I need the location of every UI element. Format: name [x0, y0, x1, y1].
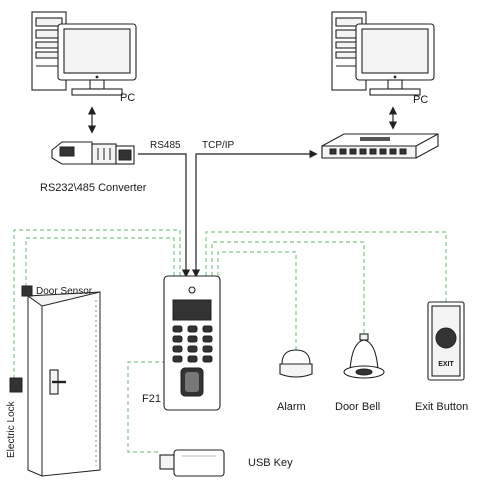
pc-left-monitor: [57, 23, 137, 96]
rs485-label: RS485: [150, 140, 181, 151]
alarm-label: Alarm: [277, 401, 306, 413]
door-sensor-label: Door Sensor: [36, 286, 93, 297]
alarm-icon: [279, 349, 313, 378]
door-bell-icon: [343, 333, 385, 379]
network-switch: [321, 133, 439, 159]
exit-button-label: Exit Button: [415, 401, 468, 413]
wire-door-bell: [211, 241, 365, 334]
wire-electric-lock: [13, 229, 181, 382]
exit-text: EXIT: [438, 361, 454, 368]
tcpip-line: [191, 149, 318, 278]
f21-label: F21: [142, 393, 161, 405]
exit-button-icon: EXIT: [427, 301, 465, 381]
pc-left-label: PC: [120, 92, 135, 104]
wire-alarm: [217, 251, 297, 352]
wire-exit-button: [205, 231, 447, 302]
f21-keypad: [172, 325, 213, 363]
usb-key-label: USB Key: [248, 457, 293, 469]
pc-left: PC: [31, 11, 137, 104]
door: [27, 291, 101, 477]
pc-right-label: PC: [413, 94, 428, 106]
electric-lock-icon: [9, 377, 23, 393]
rs232-485-converter: [51, 141, 135, 165]
converter-label: RS232\485 Converter: [40, 182, 147, 194]
f21-screen: [172, 299, 212, 321]
tcpip-label: TCP/IP: [202, 140, 235, 151]
wire-usb: [127, 361, 180, 453]
wire-door-sensor: [25, 237, 175, 290]
door-sensor-icon: [21, 285, 33, 297]
door-bell-label: Door Bell: [335, 401, 380, 413]
rs485-line: [138, 153, 191, 278]
pc-right: PC: [331, 11, 435, 106]
f21-device: [163, 275, 221, 411]
electric-lock-label: Electric Lock: [6, 400, 17, 458]
pc-right-monitor: [355, 23, 435, 96]
usb-key-icon: [159, 449, 225, 477]
